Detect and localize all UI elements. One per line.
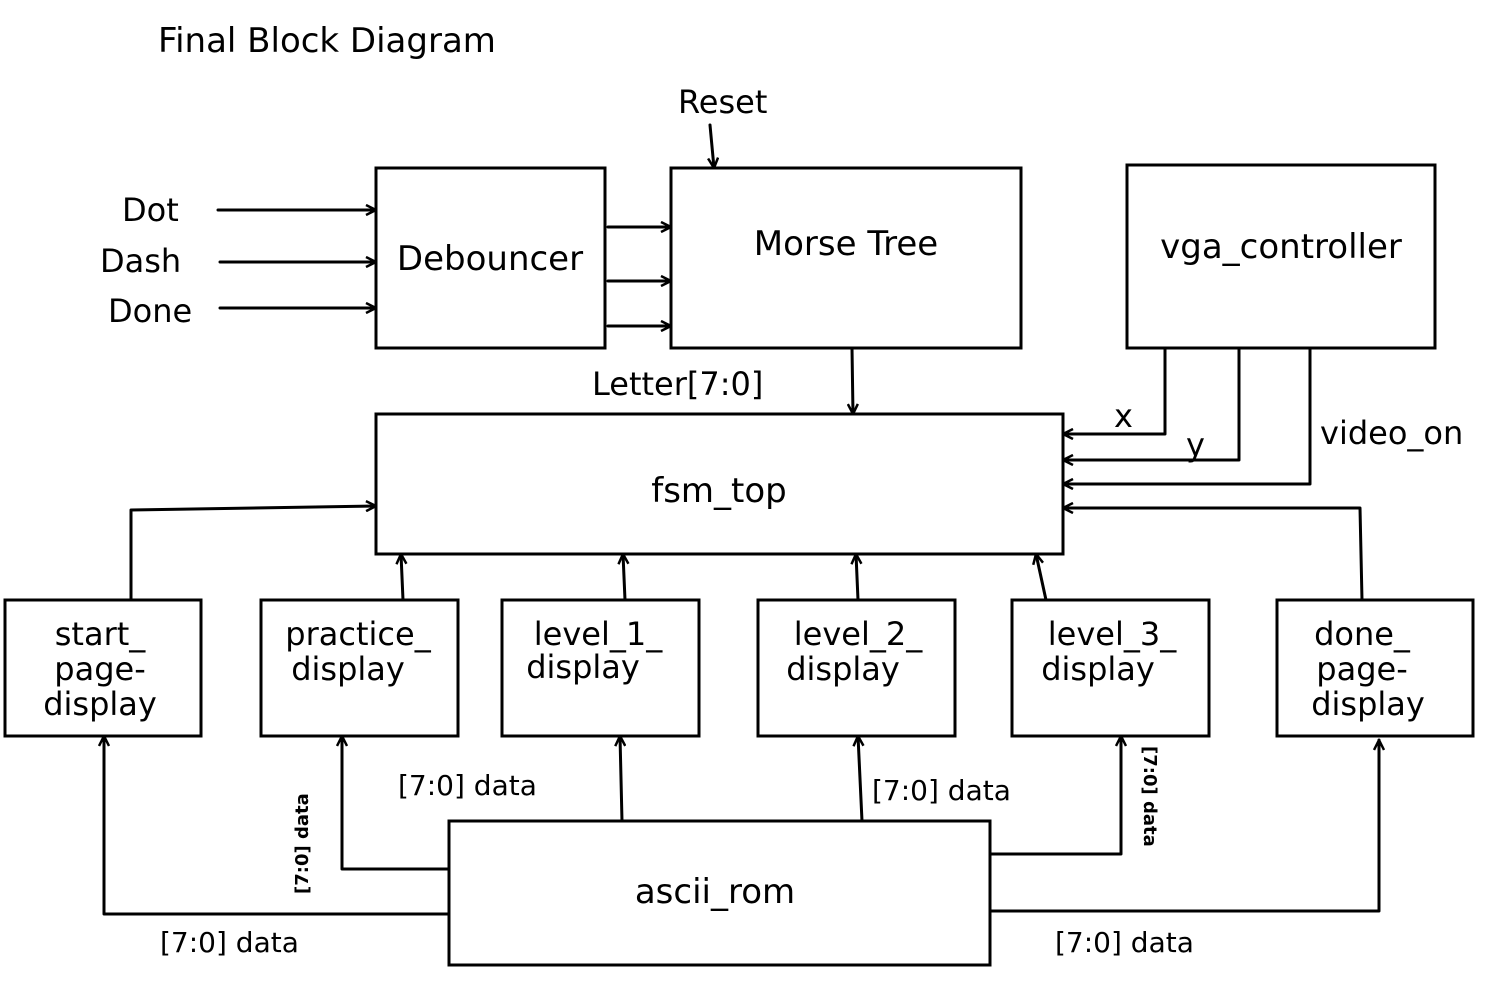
level-2-display-line-2: display xyxy=(786,650,900,688)
done-page-to-fsm-wire xyxy=(1061,508,1364,602)
reset-wire xyxy=(710,123,714,168)
morse-tree-label: Morse Tree xyxy=(754,224,938,264)
level-3-display-line-2: display xyxy=(1041,650,1155,688)
practice-display-line-1: practice_ xyxy=(285,615,431,653)
dot-input-label: Dot xyxy=(122,191,179,229)
done-page-display-line-1: done_ xyxy=(1314,615,1411,653)
x-signal-wire xyxy=(1061,346,1167,434)
done-page-display-line-3: display xyxy=(1311,685,1425,723)
ascii-rom-block xyxy=(447,819,992,967)
rom-to-start-page-bus-label: [7:0] data xyxy=(160,926,299,959)
y-signal-label: y xyxy=(1186,426,1205,464)
start-page-display-line-2: page- xyxy=(54,650,145,688)
level-3-display-line-1: level_3_ xyxy=(1048,615,1177,653)
rom-to-level-1-bus-label: [7:0] data xyxy=(398,769,537,802)
debouncer-block xyxy=(374,166,607,350)
rom-to-practice-bus-label: [7:0] data xyxy=(292,793,313,894)
level-1-display-line-1: level_1_ xyxy=(534,615,663,653)
rom-to-level-2-bus xyxy=(858,734,862,823)
y-signal-wire xyxy=(1061,346,1241,460)
vga-controller-label: vga_controller xyxy=(1160,227,1402,267)
fsm-top-block xyxy=(374,412,1065,556)
practice-display-line-2: display xyxy=(291,650,405,688)
level-1-display-block xyxy=(500,598,701,738)
morse-tree-block xyxy=(669,166,1023,350)
letter-bus-wire xyxy=(852,346,853,416)
practice-to-fsm-wire xyxy=(401,552,403,602)
rom-to-start-page-bus xyxy=(104,734,451,916)
rom-to-practice-bus xyxy=(342,734,451,871)
letter-bus-label: Letter[7:0] xyxy=(592,365,763,403)
done-page-display-line-2: page- xyxy=(1316,650,1407,688)
level-2-to-fsm-wire xyxy=(856,552,858,602)
level-1-to-fsm-wire xyxy=(623,552,625,602)
diagram-title: Final Block Diagram xyxy=(158,21,496,61)
rom-to-level-2-bus-label: [7:0] data xyxy=(872,774,1011,807)
start-page-to-fsm-wire xyxy=(129,506,378,602)
video-on-signal-wire xyxy=(1061,346,1312,484)
done-input-label: Done xyxy=(108,292,192,330)
ascii-rom-label: ascii_rom xyxy=(635,872,795,912)
x-signal-label: x xyxy=(1114,397,1133,435)
fsm-top-label: fsm_top xyxy=(651,471,787,511)
rom-to-done-page-bus xyxy=(988,738,1379,913)
level-3-display-block xyxy=(1010,598,1211,738)
rom-to-level-3-bus-label: [7:0] data xyxy=(1139,746,1160,847)
level-2-display-line-1: level_2_ xyxy=(794,615,923,653)
rom-to-level-1-bus xyxy=(620,734,622,823)
video-on-signal-label: video_on xyxy=(1320,414,1463,452)
level-1-display-line-2: display xyxy=(526,648,640,686)
level-2-display-block xyxy=(756,598,957,738)
rom-to-done-page-bus-label: [7:0] data xyxy=(1055,926,1194,959)
dash-input-label: Dash xyxy=(100,242,181,280)
practice-display-block xyxy=(259,598,460,738)
debouncer-label: Debouncer xyxy=(397,239,583,279)
start-page-display-line-1: start_ xyxy=(55,615,147,653)
start-page-display-line-3: display xyxy=(43,685,157,723)
vga-controller-block xyxy=(1125,163,1437,350)
done-page-display-block xyxy=(1275,598,1475,738)
reset-input-label: Reset xyxy=(678,83,767,121)
rom-to-level-3-bus xyxy=(988,734,1121,856)
level-3-to-fsm-wire xyxy=(1036,554,1048,602)
